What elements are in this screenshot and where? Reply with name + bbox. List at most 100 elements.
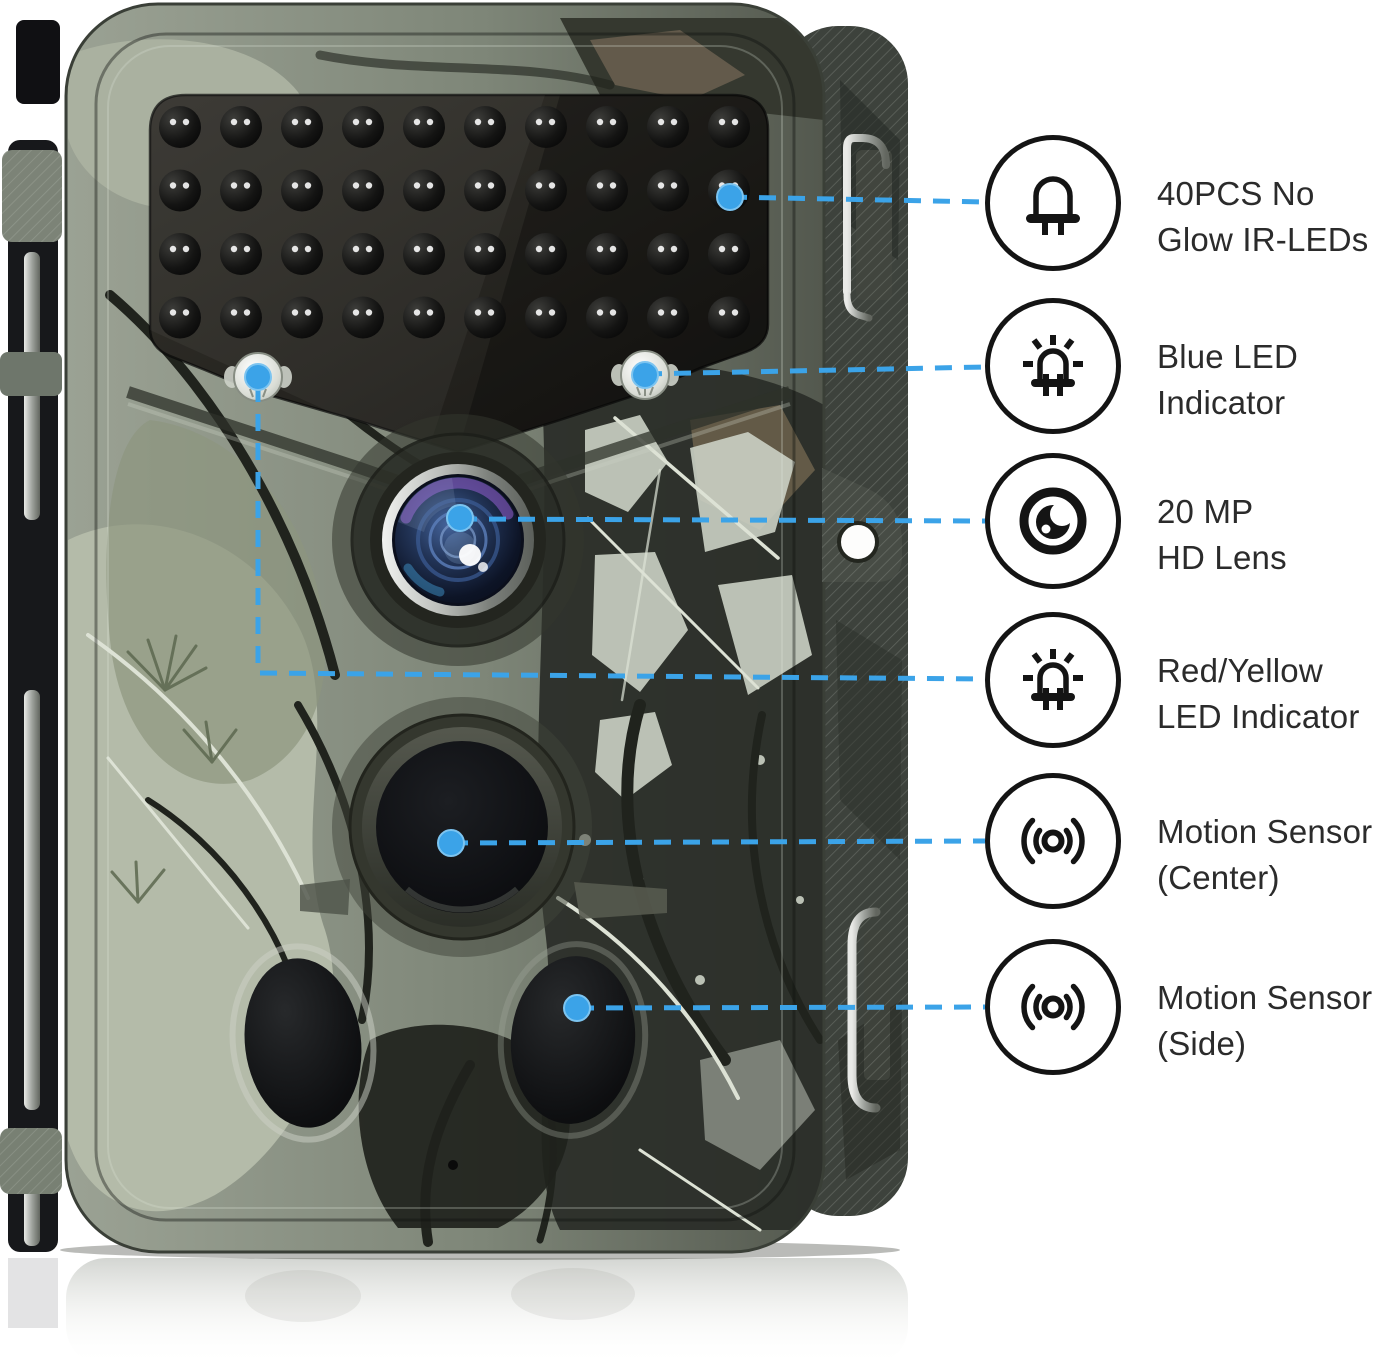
ir-led-highlight bbox=[535, 118, 543, 126]
ir-led bbox=[647, 296, 689, 339]
ir-led bbox=[281, 169, 323, 212]
callout-motion-center: Motion Sensor (Center) bbox=[985, 773, 1385, 909]
ir-led-highlight bbox=[413, 245, 421, 253]
ir-led-highlight bbox=[474, 309, 482, 316]
ir-led-highlight bbox=[169, 245, 177, 253]
ir-led-panel bbox=[148, 93, 770, 454]
ir-led-highlight bbox=[169, 309, 177, 316]
ir-led-highlight bbox=[304, 309, 312, 316]
leader-line-lens bbox=[459, 516, 986, 524]
flashing-led-icon bbox=[1023, 335, 1083, 396]
ir-led-highlight bbox=[352, 182, 360, 189]
ir-led-highlight bbox=[413, 309, 421, 316]
ir-led-highlight bbox=[182, 182, 190, 189]
eye-lens-icon bbox=[1019, 487, 1087, 555]
ir-led-highlight bbox=[426, 245, 434, 253]
ir-led bbox=[586, 106, 628, 148]
marker-dot-blue-led bbox=[631, 361, 659, 389]
marker-dot-red-yellow-led bbox=[244, 363, 272, 391]
ir-led-highlight bbox=[352, 309, 360, 316]
ir-led-highlight bbox=[609, 182, 617, 189]
ir-led-highlight bbox=[230, 182, 238, 189]
callout-circle bbox=[985, 135, 1121, 271]
ir-led bbox=[281, 233, 323, 275]
mounting-tab bbox=[822, 468, 902, 582]
leader-line-ir-leds bbox=[729, 194, 986, 205]
ir-led bbox=[586, 233, 628, 275]
callout-motion-side: Motion Sensor (Side) bbox=[985, 939, 1385, 1075]
ir-led bbox=[403, 233, 445, 275]
ir-led-highlight bbox=[731, 245, 739, 253]
ir-led-highlight bbox=[230, 245, 238, 253]
ir-led-highlight bbox=[670, 118, 678, 126]
ir-led-highlight bbox=[548, 245, 556, 253]
top-latch bbox=[843, 134, 892, 322]
body-outline bbox=[64, 2, 826, 1254]
ir-led bbox=[281, 296, 323, 339]
ir-led-highlight bbox=[487, 245, 495, 253]
ir-led-highlight bbox=[548, 309, 556, 316]
ir-led-highlight bbox=[352, 245, 360, 253]
ir-led-highlight bbox=[657, 309, 665, 316]
callout-circle bbox=[985, 939, 1121, 1075]
ir-led bbox=[403, 106, 445, 148]
ir-led-highlight bbox=[670, 309, 678, 316]
ir-led-highlight bbox=[291, 182, 299, 189]
ir-led bbox=[342, 106, 384, 148]
ir-led-highlight bbox=[291, 118, 299, 126]
ir-led-highlight bbox=[718, 245, 726, 253]
ir-led-highlight bbox=[609, 118, 617, 126]
ir-led-highlight bbox=[426, 182, 434, 189]
ir-led-highlight bbox=[169, 118, 177, 126]
ir-led bbox=[647, 106, 689, 148]
ir-led-highlight bbox=[487, 182, 495, 189]
ir-led bbox=[281, 106, 323, 148]
marker-dot-lens bbox=[446, 504, 474, 532]
ir-led-highlight bbox=[365, 182, 373, 189]
ir-led-highlight bbox=[474, 245, 482, 253]
ir-led-grid bbox=[159, 106, 750, 339]
ir-led-highlight bbox=[474, 182, 482, 189]
motion-sensor-side-left bbox=[229, 943, 377, 1143]
ir-led-highlight bbox=[291, 309, 299, 316]
ir-led-highlight bbox=[365, 309, 373, 316]
ir-led bbox=[647, 233, 689, 275]
marker-dot-motion-side bbox=[563, 994, 591, 1022]
ir-led-highlight bbox=[304, 182, 312, 189]
ir-led-highlight bbox=[487, 309, 495, 316]
ir-led-highlight bbox=[230, 309, 238, 316]
flashing-led-icon bbox=[1023, 649, 1083, 710]
floor-reflection bbox=[8, 1258, 908, 1366]
ir-led bbox=[403, 296, 445, 339]
ir-led bbox=[464, 106, 506, 148]
ir-led bbox=[586, 169, 628, 212]
led-icon bbox=[1026, 176, 1080, 235]
callout-circle bbox=[985, 773, 1121, 909]
ir-led-highlight bbox=[657, 245, 665, 253]
ir-led-highlight bbox=[413, 118, 421, 126]
ir-led-highlight bbox=[243, 118, 251, 126]
ir-led bbox=[342, 233, 384, 275]
ir-led-highlight bbox=[670, 245, 678, 253]
ir-led-highlight bbox=[291, 245, 299, 253]
ir-led bbox=[708, 233, 750, 275]
ir-led-highlight bbox=[596, 118, 604, 126]
callout-red-yellow-led: Red/Yellow LED Indicator bbox=[985, 612, 1385, 748]
ir-led bbox=[403, 169, 445, 212]
ir-led bbox=[464, 296, 506, 339]
ir-led bbox=[525, 106, 567, 148]
ir-led bbox=[220, 106, 262, 148]
left-hinge bbox=[0, 20, 62, 1252]
ir-led-highlight bbox=[182, 309, 190, 316]
ir-led-highlight bbox=[426, 309, 434, 316]
ir-led bbox=[708, 296, 750, 339]
leader-lines bbox=[255, 194, 986, 1011]
callout-label: 40PCS No Glow IR-LEDs bbox=[1157, 175, 1369, 258]
callout-label: 20 MP HD Lens bbox=[1157, 493, 1287, 576]
ir-led-highlight bbox=[426, 118, 434, 126]
ir-led bbox=[159, 233, 201, 275]
marker-dot-motion-center bbox=[437, 829, 465, 857]
ir-led-highlight bbox=[243, 245, 251, 253]
